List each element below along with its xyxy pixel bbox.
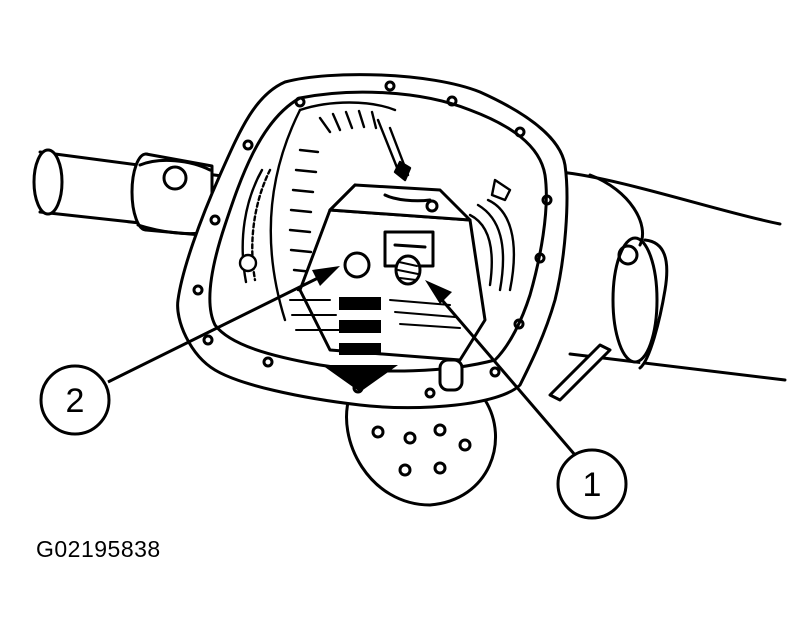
figure-id: G02195838 — [36, 536, 161, 562]
right-axle-tube — [558, 170, 787, 382]
ring-gear — [269, 101, 412, 322]
callout-2-label: 2 — [66, 382, 85, 420]
gear-hole-plug — [394, 254, 422, 286]
arrow-down-icon — [322, 297, 398, 392]
callout-2: 2 — [39, 364, 111, 436]
callout-1: 1 — [556, 448, 628, 520]
leader-line-1 — [425, 280, 577, 456]
pinion-flange — [345, 393, 498, 507]
pinion-shaft-hole — [343, 251, 371, 279]
callout-1-label: 1 — [583, 466, 602, 504]
leader-line-2 — [107, 266, 340, 384]
left-axle-tube — [32, 148, 224, 238]
